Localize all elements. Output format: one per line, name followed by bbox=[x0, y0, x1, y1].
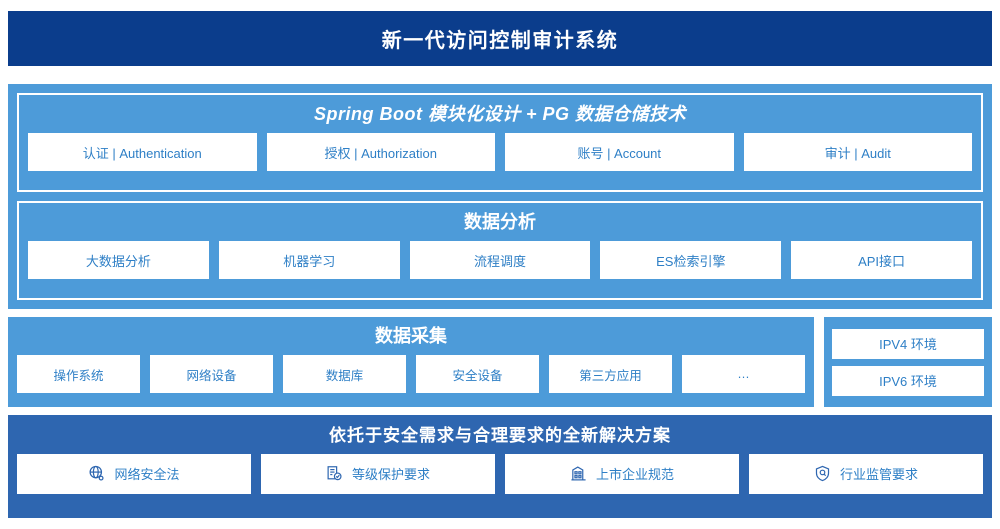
compliance-panel: 依托于安全需求与合理要求的全新解决方案 网络安全法 bbox=[8, 415, 992, 518]
collection-card-row: 操作系统 网络设备 数据库 安全设备 第三方应用 … bbox=[17, 355, 805, 393]
compliance-title: 依托于安全需求与合理要求的全新解决方案 bbox=[329, 426, 671, 445]
platform-card-row: 认证 | Authentication 授权 | Authorization 账… bbox=[28, 133, 972, 171]
compliance-card-label: 等级保护要求 bbox=[351, 467, 430, 482]
platform-group: Spring Boot 模块化设计 + PG 数据仓储技术 认证 | Authe… bbox=[17, 93, 983, 192]
analysis-group: 数据分析 大数据分析 机器学习 流程调度 ES检索引擎 API接口 bbox=[17, 201, 983, 300]
collection-card[interactable]: 数据库 bbox=[283, 355, 406, 393]
shield-search-icon bbox=[814, 465, 831, 482]
environment-card-ipv6[interactable]: IPV6 环境 bbox=[832, 365, 984, 396]
compliance-card[interactable]: 网络安全法 bbox=[17, 453, 251, 494]
collection-panel: 数据采集 操作系统 网络设备 数据库 安全设备 第三方应用 … bbox=[8, 317, 814, 407]
collection-card[interactable]: 第三方应用 bbox=[549, 355, 672, 393]
collection-card[interactable]: 网络设备 bbox=[150, 355, 273, 393]
header-bar: 新一代访问控制审计系统 bbox=[8, 11, 992, 66]
analysis-card-row: 大数据分析 机器学习 流程调度 ES检索引擎 API接口 bbox=[28, 241, 972, 279]
platform-card[interactable]: 授权 | Authorization bbox=[266, 133, 495, 171]
collection-card[interactable]: 操作系统 bbox=[17, 355, 140, 393]
analysis-card[interactable]: 机器学习 bbox=[218, 241, 400, 279]
analysis-card[interactable]: API接口 bbox=[791, 241, 972, 279]
collection-row: 数据采集 操作系统 网络设备 数据库 安全设备 第三方应用 … IPV4 环境 … bbox=[8, 317, 992, 407]
compliance-card[interactable]: 等级保护要求 bbox=[261, 453, 495, 494]
platform-card[interactable]: 账号 | Account bbox=[505, 133, 734, 171]
compliance-card[interactable]: 行业监管要求 bbox=[749, 453, 983, 494]
environment-panel: IPV4 环境 IPV6 环境 bbox=[824, 317, 992, 407]
environment-card-ipv4[interactable]: IPV4 环境 bbox=[832, 328, 984, 359]
compliance-card[interactable]: 上市企业规范 bbox=[505, 453, 739, 494]
compliance-card-label: 行业监管要求 bbox=[839, 467, 918, 482]
compliance-card-label: 网络安全法 bbox=[114, 467, 180, 482]
architecture-panel: Spring Boot 模块化设计 + PG 数据仓储技术 认证 | Authe… bbox=[8, 84, 992, 309]
analysis-card[interactable]: 流程调度 bbox=[409, 241, 591, 279]
compliance-card-label: 上市企业规范 bbox=[595, 467, 674, 482]
page-title: 新一代访问控制审计系统 bbox=[381, 30, 619, 52]
document-check-icon bbox=[326, 465, 343, 482]
platform-card[interactable]: 审计 | Audit bbox=[743, 133, 972, 171]
analysis-card[interactable]: 大数据分析 bbox=[28, 241, 209, 279]
platform-card[interactable]: 认证 | Authentication bbox=[28, 133, 257, 171]
collection-card[interactable]: 安全设备 bbox=[416, 355, 539, 393]
globe-icon bbox=[88, 465, 105, 482]
compliance-card-row: 网络安全法 等级保护要求 bbox=[17, 453, 983, 494]
platform-title: Spring Boot 模块化设计 + PG 数据仓储技术 bbox=[313, 104, 686, 124]
analysis-card[interactable]: ES检索引擎 bbox=[600, 241, 782, 279]
collection-card-more[interactable]: … bbox=[682, 355, 805, 393]
analysis-title: 数据分析 bbox=[464, 212, 536, 232]
collection-title: 数据采集 bbox=[375, 326, 447, 346]
building-icon bbox=[570, 465, 587, 482]
